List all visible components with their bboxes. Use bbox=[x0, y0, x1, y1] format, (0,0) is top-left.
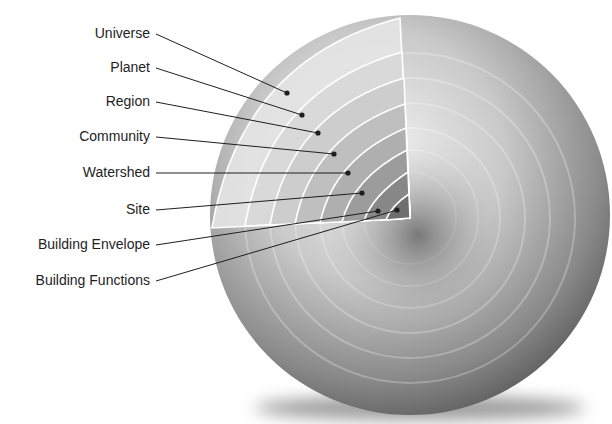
layer-label: Universe bbox=[95, 25, 150, 41]
cutaway-layers bbox=[212, 18, 410, 228]
layer-label: Community bbox=[79, 128, 150, 144]
leader-line bbox=[156, 102, 318, 133]
leader-line bbox=[156, 137, 334, 154]
leader-line bbox=[156, 34, 287, 93]
layer-label: Watershed bbox=[83, 164, 150, 180]
leader-line bbox=[156, 211, 378, 245]
layer-label: Planet bbox=[110, 59, 150, 75]
leader-line bbox=[156, 193, 362, 210]
layer-label: Building Functions bbox=[36, 272, 150, 288]
leader-line bbox=[156, 68, 302, 115]
outer-sphere bbox=[210, 15, 610, 415]
leader-line bbox=[156, 173, 348, 174]
layer-label: Region bbox=[106, 93, 150, 109]
layer-label: Site bbox=[126, 201, 150, 217]
layer-label: Building Envelope bbox=[38, 236, 150, 252]
leader-line bbox=[156, 210, 397, 281]
